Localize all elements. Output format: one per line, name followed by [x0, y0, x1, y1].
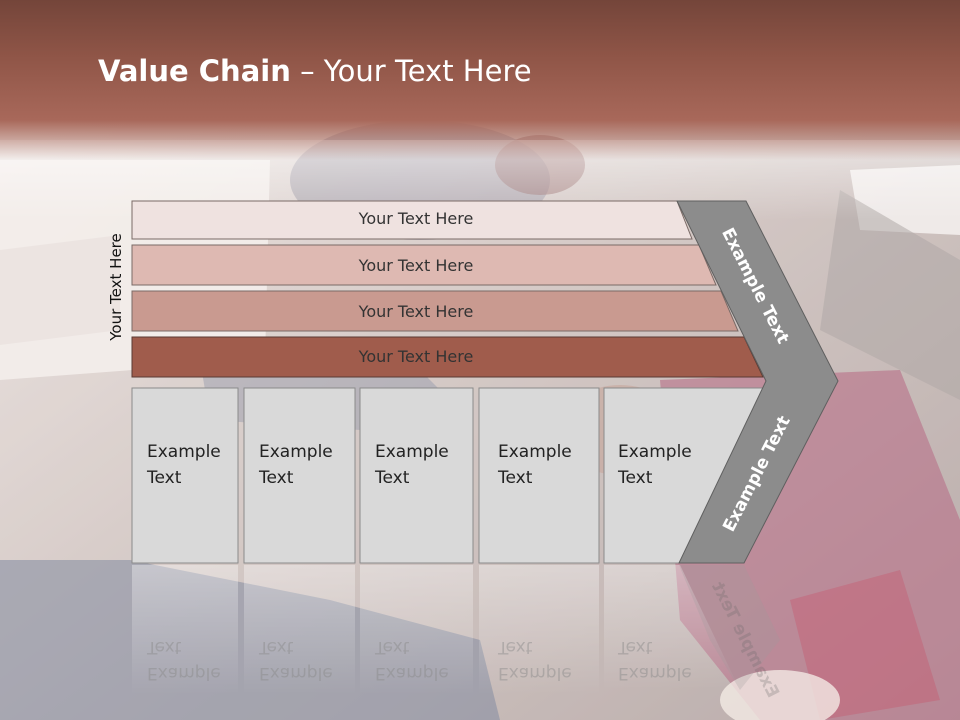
title-rest: – Your Text Here: [290, 54, 532, 88]
box-5-reflection-label: Example Text: [618, 634, 692, 686]
box-1-reflection-line1: Example: [147, 663, 221, 683]
box-reflection: [132, 565, 238, 695]
box-2-label: Example Text: [259, 439, 333, 491]
chevron-arrow[interactable]: [676, 200, 839, 564]
box-1-label: Example Text: [147, 439, 221, 491]
bar-1-label: Your Text Here: [358, 209, 474, 228]
box-5-label: Example Text: [618, 439, 692, 491]
box-1-reflection-label: Example Text: [147, 634, 221, 686]
box-2-reflection-line1: Example: [259, 663, 333, 683]
chevron-reflection: [679, 565, 780, 690]
bar-2-shape[interactable]: [131, 244, 717, 286]
box-2-shape[interactable]: [243, 387, 356, 564]
box-3-shape[interactable]: [359, 387, 474, 564]
box-5-line1: Example: [618, 442, 692, 462]
box-reflection: [244, 565, 355, 695]
box-5-reflection-line1: Example: [618, 663, 692, 683]
box-4-label: Example Text: [498, 439, 572, 491]
box-3-line2: Text: [375, 468, 410, 488]
header-band: [0, 0, 960, 160]
box-1-shape[interactable]: [131, 387, 239, 564]
box-1-line2: Text: [147, 468, 182, 488]
box-5-line2: Text: [618, 468, 653, 488]
bar-1-shape[interactable]: [131, 200, 693, 240]
bar-4-shape[interactable]: [131, 336, 764, 378]
box-3-line1: Example: [375, 442, 449, 462]
bar-2-label: Your Text Here: [358, 256, 474, 275]
box-4-line1: Example: [498, 442, 572, 462]
box-4-reflection-label: Example Text: [498, 634, 572, 686]
box-3-reflection-line1: Example: [375, 663, 449, 683]
box-3-label: Example Text: [375, 439, 449, 491]
box-4-reflection-line2: Text: [498, 637, 533, 657]
box-reflection: [479, 565, 599, 695]
box-5-reflection-line2: Text: [618, 637, 653, 657]
bar-4-label: Your Text Here: [358, 347, 474, 366]
box-4-reflection-line1: Example: [498, 663, 572, 683]
title-bold: Value Chain: [98, 54, 291, 88]
box-2-reflection-line2: Text: [259, 637, 294, 657]
box-2-reflection-label: Example Text: [259, 634, 333, 686]
box-1-line1: Example: [147, 442, 221, 462]
slide-title: Value Chain – Your Text Here: [98, 54, 532, 88]
box-2-line2: Text: [259, 468, 294, 488]
bar-3-label: Your Text Here: [358, 302, 474, 321]
box-2-line1: Example: [259, 442, 333, 462]
box-4-shape[interactable]: [478, 387, 600, 564]
box-3-reflection-line2: Text: [375, 637, 410, 657]
bar-3-shape[interactable]: [131, 290, 739, 332]
box-4-line2: Text: [498, 468, 533, 488]
box-reflection: [360, 565, 473, 695]
box-1-reflection-line2: Text: [147, 637, 182, 657]
box-3-reflection-label: Example Text: [375, 634, 449, 686]
box-reflection: [604, 565, 740, 690]
